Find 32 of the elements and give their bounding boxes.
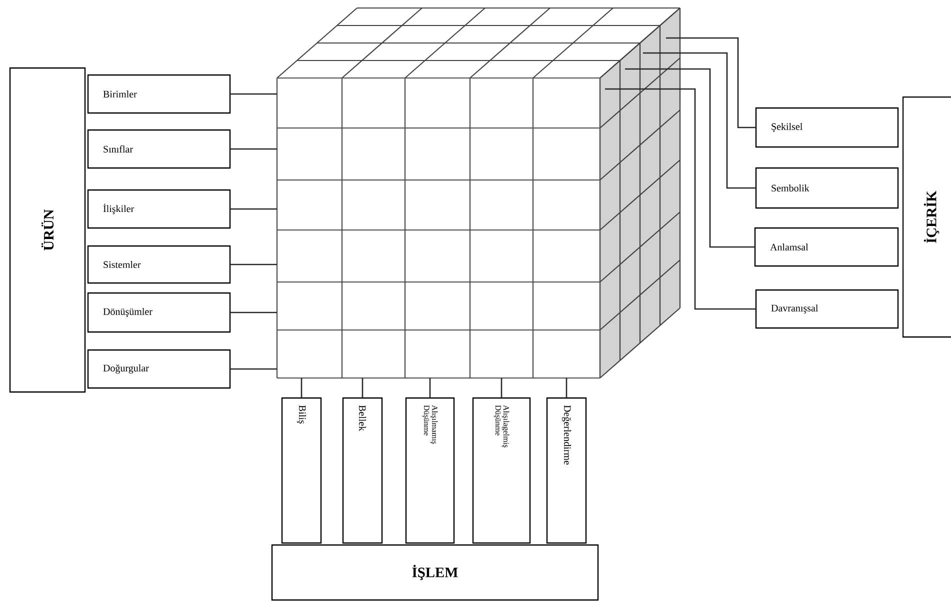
item-box: Doğurgular	[87, 349, 231, 389]
item-box: Birimler	[87, 74, 231, 114]
cube-drawing	[276, 7, 681, 379]
item-box: İlişkiler	[87, 189, 231, 229]
connector-line	[300, 378, 302, 398]
connector-line	[566, 378, 568, 398]
connector-line	[230, 148, 277, 150]
item-box: Bellek	[342, 397, 383, 544]
connector-line	[230, 208, 277, 210]
connector-line	[230, 264, 277, 266]
item-box: Değerlendirme	[546, 397, 587, 544]
connector-line	[666, 37, 756, 128]
item-box: Sembolik	[755, 167, 899, 209]
connector-line	[625, 68, 754, 248]
item-box: Biliş	[281, 397, 322, 544]
connector-line	[230, 368, 277, 370]
item-box: Şekilsel	[755, 107, 899, 148]
item-box: Alışılagelmiş Düşünme	[472, 397, 531, 544]
connector-line	[230, 312, 277, 314]
item-box: Sınıflar	[87, 129, 231, 169]
item-box: Sistemler	[87, 245, 231, 284]
connector-line	[230, 93, 277, 95]
item-box: Dönüşümler	[87, 292, 231, 333]
item-box: Alışılmamış Düşünme	[405, 397, 455, 544]
connector-line	[429, 378, 431, 398]
connector-line	[643, 52, 756, 189]
item-box: Davranışsal	[755, 289, 899, 329]
connector-line	[362, 378, 364, 398]
category-box: İÇERİK	[902, 96, 951, 338]
connector-line	[605, 88, 756, 310]
connector-line	[500, 378, 502, 398]
item-box: Anlamsal	[754, 227, 899, 267]
